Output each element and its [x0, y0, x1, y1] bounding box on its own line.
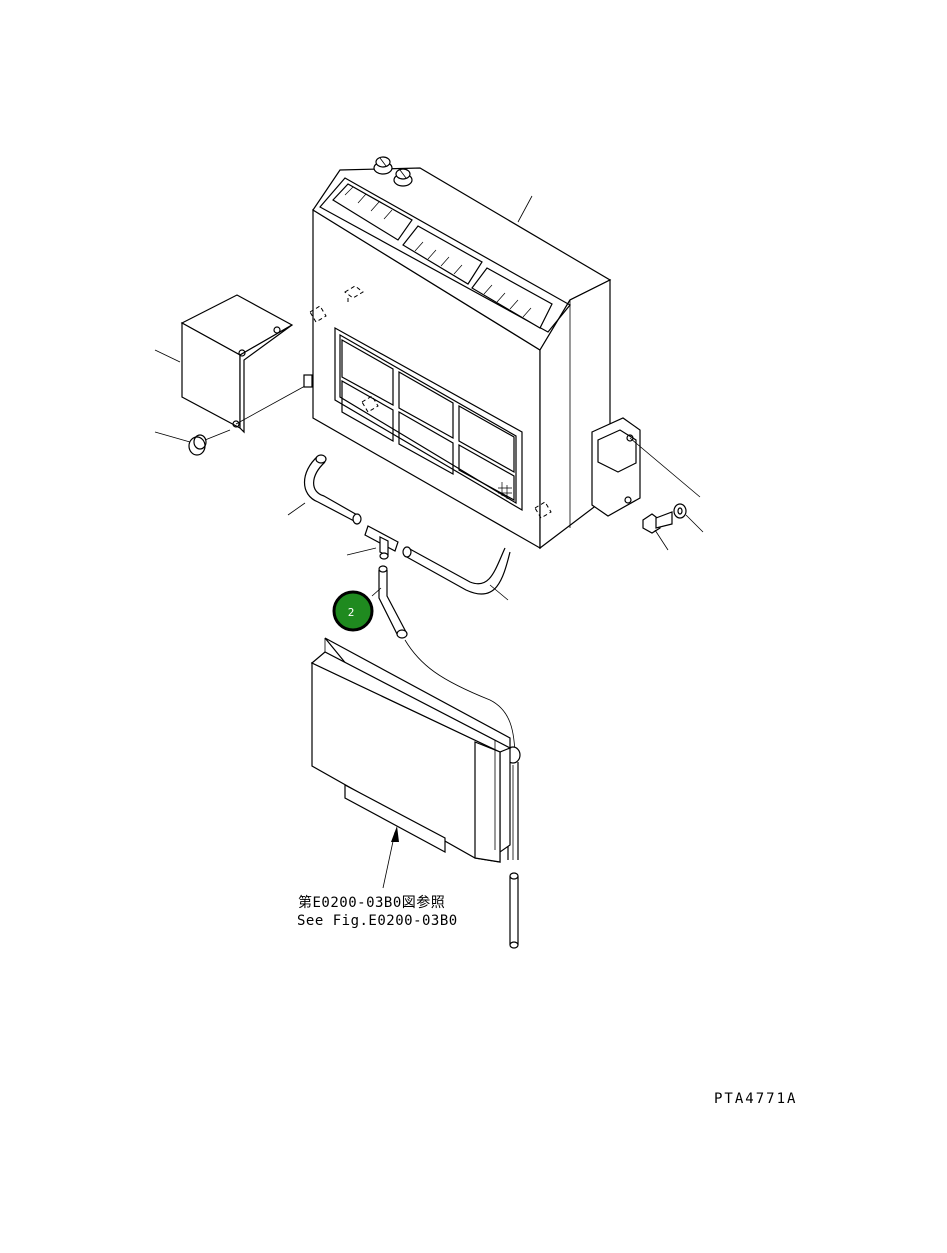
front-panel-cells [341, 338, 515, 502]
heater-unit [309, 156, 612, 550]
control-knob-right [393, 168, 413, 187]
callout-badge-2[interactable]: 2 [332, 587, 382, 632]
controller-box [310, 637, 512, 889]
drain-hose-left [287, 454, 362, 525]
bolt-right [642, 511, 673, 551]
right-mounting-bracket [591, 417, 701, 517]
washer-right [673, 503, 704, 533]
reference-note-jp: 第E0200-03B0図参照 [298, 894, 445, 911]
drawing-number: PTA4771A [714, 1091, 797, 1107]
top-grille-vents [332, 183, 553, 329]
tee-joint [346, 525, 399, 560]
callout-badge-circle[interactable] [332, 590, 374, 632]
hex-nut-left [154, 429, 231, 456]
control-knob-left [373, 156, 393, 175]
drain-hose-right [402, 546, 511, 601]
reference-note-en: See Fig.E0200-03B0 [297, 913, 458, 929]
callout-badge-label[interactable]: 2 [348, 606, 355, 619]
left-bracket-cover [154, 294, 313, 434]
